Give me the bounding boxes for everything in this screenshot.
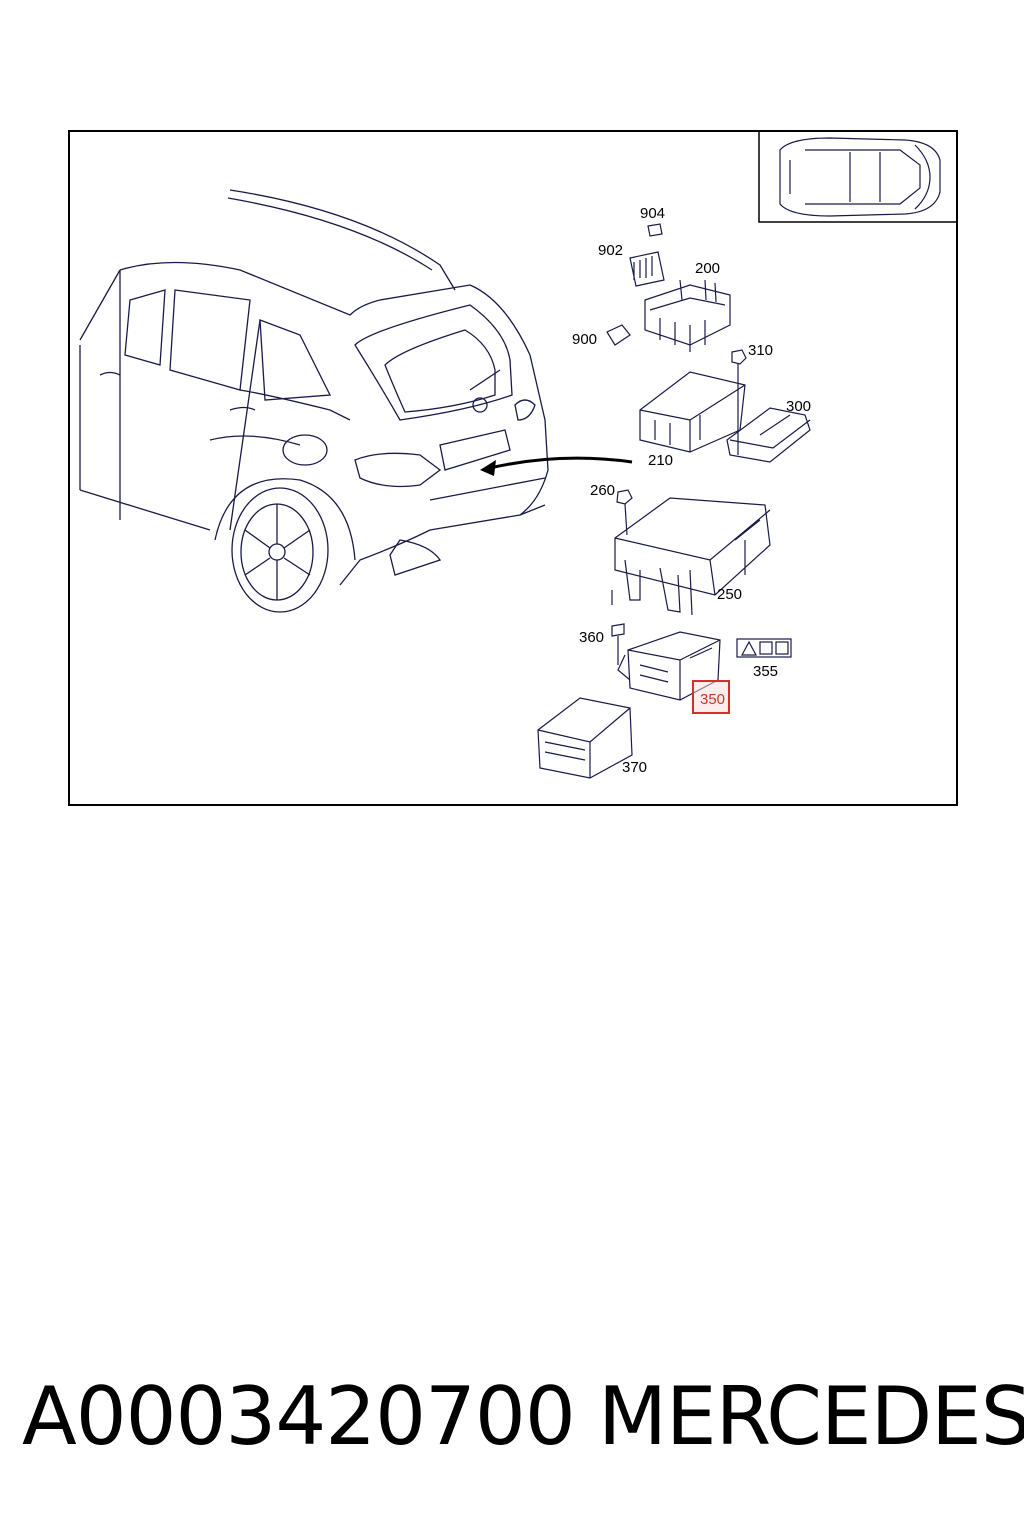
part-355-warning-label — [736, 638, 792, 658]
part-300-control-unit — [726, 407, 811, 463]
highlight-box-350 — [692, 680, 730, 714]
part-200-relay-box — [644, 279, 731, 352]
part-250-bracket — [614, 497, 771, 616]
parts-diagram: 904 902 200 900 310 300 210 260 250 360 … — [68, 130, 958, 806]
part-904-clip — [647, 223, 663, 237]
diagram-frame — [68, 130, 958, 806]
part-902-relay — [629, 251, 665, 287]
callout-260: 260 — [590, 482, 615, 499]
callout-350: 350 — [700, 691, 725, 708]
callout-250: 250 — [717, 586, 742, 603]
callout-labels: 904 902 200 900 310 300 210 260 250 360 … — [572, 205, 811, 776]
components — [537, 223, 811, 779]
callout-904: 904 — [640, 205, 665, 222]
part-number: A0003420700 — [22, 1370, 576, 1463]
callout-900: 900 — [572, 331, 597, 348]
part-210-tray — [639, 371, 746, 453]
callout-355: 355 — [753, 663, 778, 680]
part-900-connector — [606, 324, 631, 346]
callout-310: 310 — [748, 342, 773, 359]
callout-902: 902 — [598, 242, 623, 259]
part-260-nut — [616, 489, 633, 505]
callout-300: 300 — [786, 398, 811, 415]
footer: A0003420700 MERCEDES — [0, 1370, 1024, 1480]
part-310-nut — [731, 349, 747, 365]
vehicle-locator-inset — [758, 130, 958, 223]
callout-370: 370 — [622, 759, 647, 776]
callout-360: 360 — [579, 629, 604, 646]
part-360-bolt — [611, 623, 625, 665]
brand-name: MERCEDES — [598, 1370, 1024, 1463]
callout-200: 200 — [695, 260, 720, 277]
part-370-converter — [537, 697, 633, 779]
vehicle-illustration — [79, 189, 549, 613]
callout-210: 210 — [648, 452, 673, 469]
location-arrow — [480, 456, 633, 476]
